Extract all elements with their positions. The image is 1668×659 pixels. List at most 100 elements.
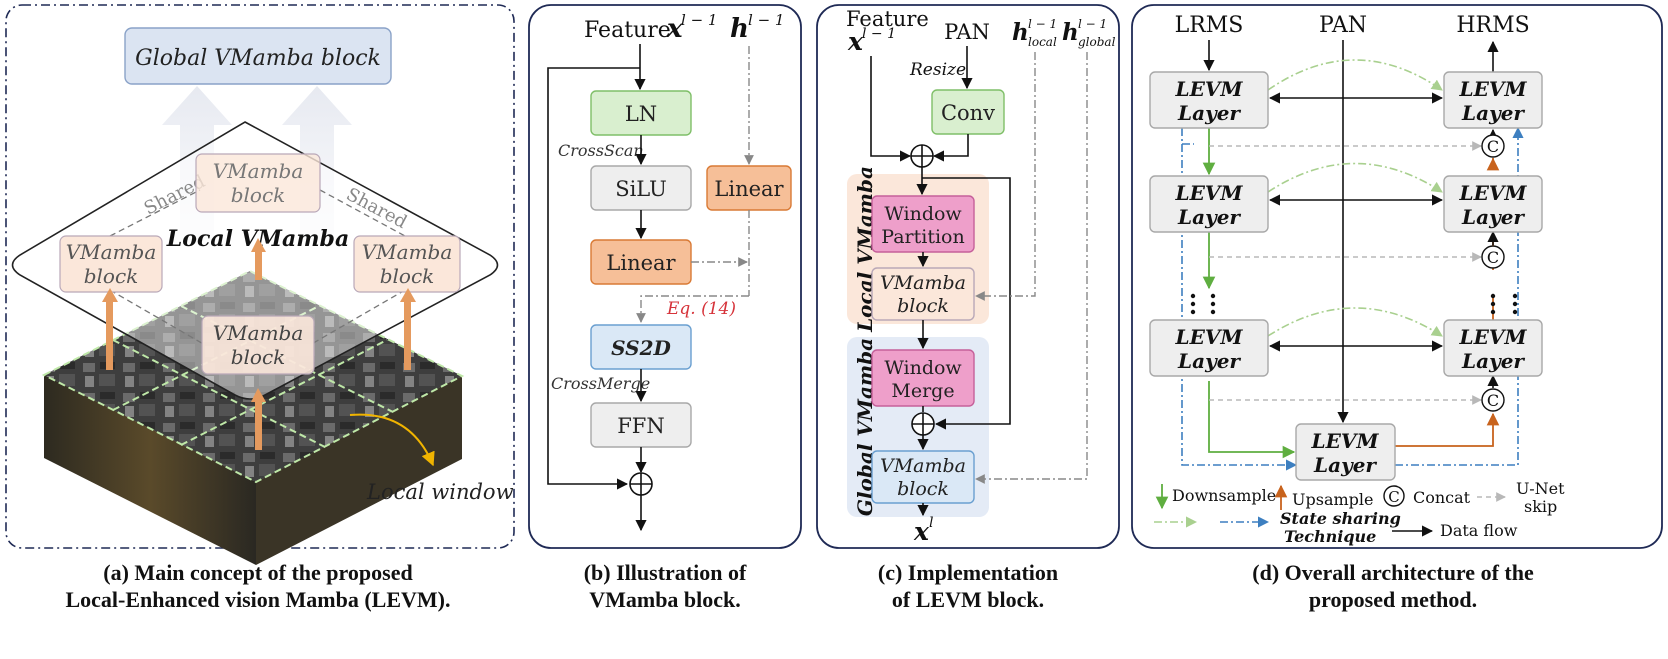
pan-label-d: PAN bbox=[1319, 13, 1367, 38]
panel-d: LRMS PAN HRMS bbox=[1131, 4, 1663, 612]
linear-right-label: Linear bbox=[714, 177, 784, 201]
add-icon-c-top bbox=[910, 144, 934, 168]
lrms-label: LRMS bbox=[1175, 13, 1244, 38]
svg-text:LEVM: LEVM bbox=[1311, 429, 1380, 453]
svg-text:VMamba: VMamba bbox=[880, 272, 966, 294]
svg-text:LEVM: LEVM bbox=[1175, 325, 1244, 349]
levm-layer-l3: LEVM Layer bbox=[1149, 319, 1269, 377]
global-vmamba-box bbox=[124, 27, 392, 85]
state-sharing-arcs bbox=[1267, 59, 1443, 337]
legend-concat-icon bbox=[1383, 485, 1405, 507]
vmamba-block-right: VMamba block bbox=[353, 235, 461, 293]
panel-c-frame bbox=[816, 4, 1120, 549]
caption-b-line1: (b) Illustration of bbox=[584, 560, 747, 585]
ffn-label: FFN bbox=[617, 414, 665, 438]
feature-label: Feature bbox=[584, 18, 671, 43]
svg-text:Layer: Layer bbox=[1461, 349, 1525, 373]
vmamba-block-center: VMamba block bbox=[201, 315, 315, 375]
crossscan-label: CrossScan bbox=[558, 141, 644, 160]
feature-label-c: Feature bbox=[846, 7, 929, 31]
x-superscript-c: l − 1 bbox=[862, 26, 896, 42]
svg-text:l − 1: l − 1 bbox=[1078, 17, 1107, 31]
svg-text:Layer: Layer bbox=[1313, 453, 1377, 477]
dashdot-paths-c bbox=[975, 52, 1088, 484]
caption-a-line2: Local-Enhanced vision Mamba (LEVM). bbox=[65, 587, 450, 612]
h-local-subscript: local bbox=[1028, 35, 1057, 49]
eq-14-label: Eq. (14) bbox=[666, 299, 736, 319]
orange-up-arrows bbox=[102, 238, 416, 450]
caption-c-line2: of LEVM block. bbox=[892, 587, 1044, 612]
x-superscript: l − 1 bbox=[681, 11, 717, 29]
svg-text:Layer: Layer bbox=[1461, 205, 1525, 229]
h-global-subscript: global bbox=[1078, 35, 1116, 49]
levm-layer-r1: LEVM Layer bbox=[1443, 71, 1543, 129]
caption-a-line1: (a) Main concept of the proposed bbox=[103, 560, 412, 585]
concat-icon-2: C bbox=[1481, 245, 1505, 269]
global-vmamba-label: Global VMamba block bbox=[135, 46, 381, 71]
ellipsis-dots bbox=[1190, 293, 1518, 315]
svg-text:VMamba: VMamba bbox=[880, 455, 966, 477]
svg-text:block: block bbox=[897, 295, 949, 317]
panel-b: Feature x l − 1 h l − 1 LN CrossScan SiL… bbox=[528, 4, 802, 612]
levm-layer-r2: LEVM Layer bbox=[1443, 175, 1543, 233]
svg-text:LEVM: LEVM bbox=[1459, 181, 1528, 205]
h-global-symbol: h bbox=[1062, 19, 1079, 46]
svg-text:LEVM: LEVM bbox=[1459, 77, 1528, 101]
levm-layer-bottleneck: LEVM Layer bbox=[1295, 423, 1396, 481]
downsample-arrows bbox=[1202, 128, 1296, 459]
svg-text:VMamba: VMamba bbox=[66, 240, 157, 264]
add-icon-b bbox=[629, 472, 653, 496]
x-symbol-c: x bbox=[847, 27, 864, 56]
svg-text:Layer: Layer bbox=[1461, 101, 1525, 125]
legend-state-1: State sharing bbox=[1280, 509, 1401, 528]
legend-dataflow: Data flow bbox=[1440, 521, 1518, 540]
slab-side-right bbox=[256, 376, 462, 565]
svg-text:block: block bbox=[231, 183, 286, 207]
svg-text:Layer: Layer bbox=[1177, 101, 1241, 125]
caption-b-line2: VMamba block. bbox=[589, 587, 741, 612]
panel-b-frame bbox=[528, 4, 802, 549]
legend-concat: Concat bbox=[1413, 488, 1471, 507]
svg-text:l − 1: l − 1 bbox=[1028, 17, 1057, 31]
svg-text:block: block bbox=[231, 345, 286, 369]
residual-line bbox=[547, 67, 640, 490]
svg-text:block: block bbox=[84, 264, 139, 288]
ln-label: LN bbox=[625, 102, 657, 126]
svg-text:VMamba: VMamba bbox=[213, 321, 304, 345]
legend-upsample: Upsample bbox=[1292, 490, 1373, 509]
unet-skip-lines bbox=[1209, 141, 1482, 405]
vmamba-block-left: VMamba block bbox=[59, 235, 163, 293]
svg-text:C: C bbox=[1487, 391, 1499, 410]
linear-left-label: Linear bbox=[606, 251, 676, 275]
local-window-pointer bbox=[349, 413, 435, 467]
h-superscript: l − 1 bbox=[748, 11, 784, 29]
concat-icon-3: C bbox=[1481, 388, 1505, 412]
residual-line-c bbox=[922, 177, 1011, 430]
concat-icon-1: C bbox=[1481, 134, 1505, 158]
svg-text:LEVM: LEVM bbox=[1459, 325, 1528, 349]
hrms-label: HRMS bbox=[1456, 13, 1529, 38]
svg-text:Layer: Layer bbox=[1177, 205, 1241, 229]
dashdot-paths-b bbox=[636, 46, 754, 323]
svg-text:block: block bbox=[897, 478, 949, 500]
svg-text:Layer: Layer bbox=[1177, 349, 1241, 373]
svg-text:block: block bbox=[380, 264, 435, 288]
data-flow-arrows bbox=[1268, 92, 1444, 352]
pan-label-c: PAN bbox=[944, 20, 990, 44]
levm-layer-l1: LEVM Layer bbox=[1149, 71, 1269, 129]
silu-label: SiLU bbox=[615, 177, 667, 201]
svg-text:VMamba: VMamba bbox=[362, 240, 453, 264]
local-window-label: Local window bbox=[366, 480, 514, 504]
svg-text:C: C bbox=[1487, 248, 1499, 267]
svg-text:LEVM: LEVM bbox=[1175, 181, 1244, 205]
x-symbol: x bbox=[666, 14, 683, 44]
window-partition-label-1: Window bbox=[884, 203, 962, 225]
h-symbol: h bbox=[730, 14, 749, 44]
add-icon-c-bottom bbox=[911, 412, 935, 436]
legend-downsample: Downsample bbox=[1172, 486, 1276, 505]
window-merge-label-1: Window bbox=[884, 357, 962, 379]
levm-layer-l2: LEVM Layer bbox=[1149, 175, 1269, 233]
crossmerge-label: CrossMerge bbox=[551, 374, 650, 393]
caption-c-line1: (c) Implementation bbox=[878, 560, 1058, 585]
